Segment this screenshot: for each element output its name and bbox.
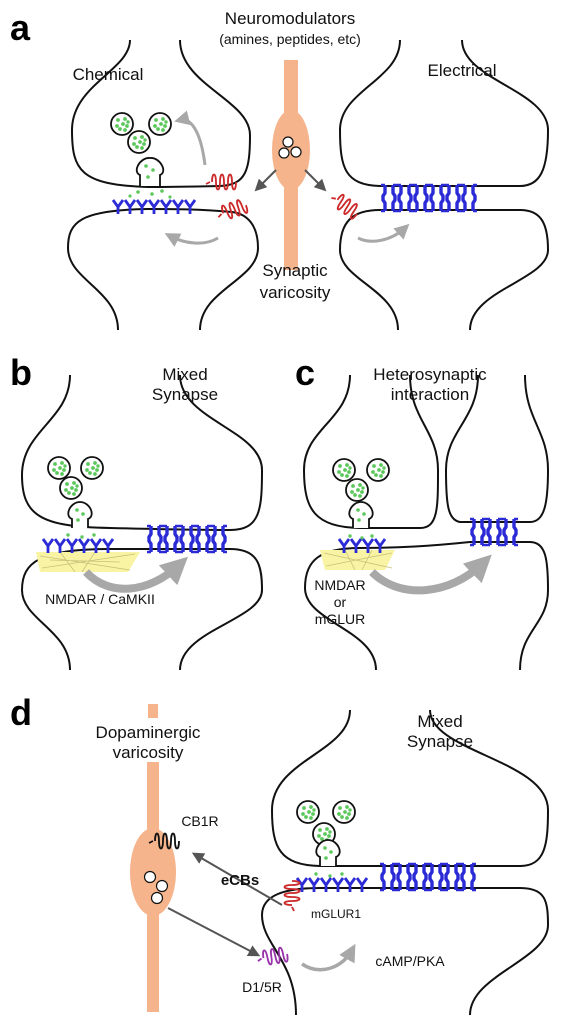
panel-a-letter: a <box>10 7 31 48</box>
heterosynaptic-title: Heterosynaptic <box>373 365 487 384</box>
dopaminergic-axon-top <box>148 704 158 718</box>
panel-b: b Mixed Synapse NMDAR / CaMKII <box>10 352 263 671</box>
camkii-mesh-b <box>39 551 136 573</box>
gray-arrow-a-left <box>164 233 219 247</box>
vesicle-b2 <box>80 456 104 480</box>
fusing-vesicle-a <box>135 157 165 186</box>
vesicle-c1 <box>332 458 356 482</box>
panel-d-letter: d <box>10 692 32 733</box>
electrical-gpcr-a <box>327 189 363 221</box>
panel-d: d Dopaminergic varicosity Mixed Synapse … <box>10 692 549 1016</box>
mixed-postsynaptic-terminal-b <box>21 548 263 671</box>
vesicle-b3 <box>59 476 83 500</box>
panel-a: a Neuromodulators (amines, peptides, etc… <box>10 7 549 331</box>
panel-b-letter: b <box>10 352 32 393</box>
gray-arrow-a-up <box>174 110 207 166</box>
panel-c: c Heterosynaptic interaction NMDAR or <box>295 352 549 671</box>
glutamate-receptors-a <box>111 198 197 216</box>
varicosity-label: varicosity <box>260 283 331 302</box>
electrical-label: Electrical <box>428 61 497 80</box>
mixed-presynaptic-terminal-b <box>21 374 263 531</box>
ecbs-arrow <box>191 852 283 906</box>
vesicle-a1 <box>110 112 134 136</box>
mglur-label-c: mGLUR <box>315 611 366 627</box>
neurotransmitter-d <box>314 846 344 878</box>
dopamine-arrow <box>167 907 261 957</box>
dopaminergic-varicosity-label: varicosity <box>113 743 184 762</box>
vesicle-c2 <box>366 458 390 482</box>
chemical-presynaptic-terminal <box>71 39 251 188</box>
mixed-synapse-title-d-2: Synapse <box>407 732 473 751</box>
neuromodulators-subtitle: (amines, peptides, etc) <box>219 31 361 47</box>
dopaminergic-label: Dopaminergic <box>96 723 201 742</box>
mixed-presynaptic-terminal-d <box>271 709 549 867</box>
d15r-label: D1/5R <box>242 979 282 995</box>
vesicle-a3 <box>127 130 151 154</box>
fusing-vesicle-d <box>315 839 341 866</box>
heterosynaptic-postsynaptic <box>304 541 549 671</box>
vesicle-c3 <box>345 478 369 502</box>
neurotransmitter-c <box>348 508 374 540</box>
gap-junction-d <box>378 862 478 892</box>
mglur1-label: mGLUR1 <box>311 907 361 921</box>
cb1r-label: CB1R <box>181 813 218 829</box>
vesicle-d2 <box>332 800 356 824</box>
neurotransmitter-b <box>66 508 96 539</box>
nmdar-label-c: NMDAR <box>314 577 365 593</box>
yellow-mesh-c <box>323 549 393 571</box>
gray-arrow-b <box>83 556 188 593</box>
camp-pka-label: cAMP/PKA <box>375 953 445 969</box>
gray-arrow-a-right <box>357 223 410 243</box>
chemical-label: Chemical <box>73 65 144 84</box>
neuromodulators-title: Neuromodulators <box>225 9 355 28</box>
dark-arrow-a-left <box>254 169 277 192</box>
mixed-postsynaptic-terminal-d <box>261 887 549 1016</box>
electrical-postsynaptic-terminal <box>339 209 549 331</box>
synaptic-label: Synaptic <box>262 261 328 280</box>
panel-c-letter: c <box>295 352 315 393</box>
gray-arrow-c <box>369 554 492 595</box>
presynaptic-gpcr-a <box>205 173 237 191</box>
chemical-postsynaptic-terminal <box>67 208 259 331</box>
heterosynaptic-presynaptic-right <box>445 374 549 523</box>
gray-arrow-d <box>301 943 356 972</box>
vesicle-a2 <box>148 112 172 136</box>
fusing-vesicle-b <box>67 501 93 528</box>
ecbs-label: eCBs <box>221 872 259 889</box>
or-label-c: or <box>334 594 347 610</box>
vesicle-b1 <box>47 456 71 480</box>
mixed-synapse-title-b: Mixed <box>162 365 207 384</box>
interaction-title: interaction <box>391 385 469 404</box>
mixed-synapse-title-d: Mixed <box>417 712 462 731</box>
dark-arrow-a-right <box>304 169 327 192</box>
glutamate-receptors-d <box>295 876 369 894</box>
mglur1-receptor <box>283 880 301 912</box>
neurotransmitter-a <box>128 164 172 199</box>
vesicle-d1 <box>296 800 320 824</box>
nmdar-camkii-label: NMDAR / CaMKII <box>45 591 155 607</box>
fusing-vesicle-c <box>348 501 374 528</box>
gap-junction-a <box>379 183 479 213</box>
